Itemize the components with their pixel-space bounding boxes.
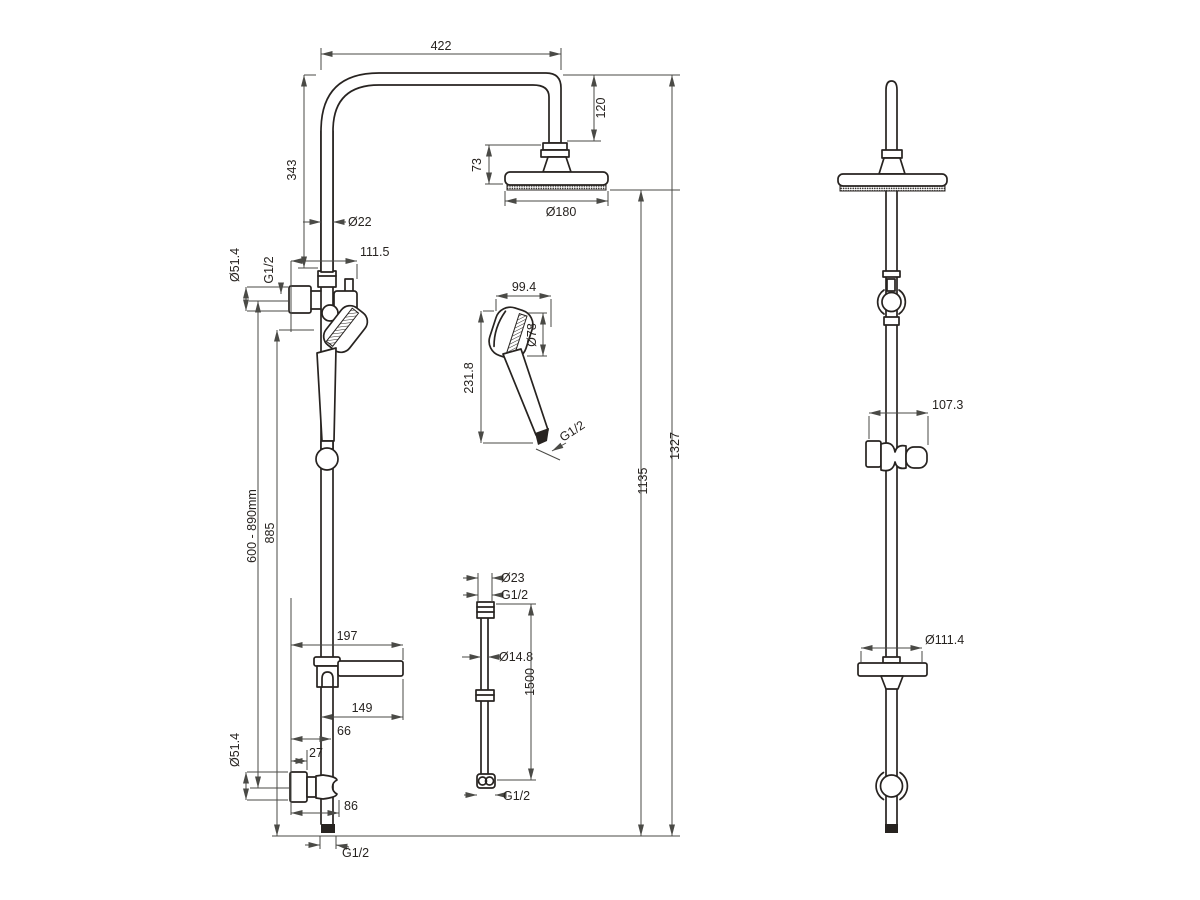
top-flange xyxy=(288,285,312,314)
side-head-cone xyxy=(878,157,906,175)
dim-overall-height: 1327 xyxy=(668,432,682,460)
dim-pipe-diameter: Ø22 xyxy=(348,215,372,229)
dim-head-to-bottom: 1135 xyxy=(636,468,650,495)
dim-top-flange-diameter: Ø51.4 xyxy=(228,248,242,282)
dim-rail-length: 885 xyxy=(263,523,277,544)
dim-hand-head-width: 99.4 xyxy=(512,280,536,294)
side-bottom-ring-hub xyxy=(879,774,904,798)
hand-shower-in-holder xyxy=(316,304,369,450)
diverter-stub xyxy=(344,278,354,293)
dim-hose-top-thread: G1/2 xyxy=(501,588,528,602)
dim-inlet-thread: G1/2 xyxy=(262,256,276,283)
dimensions-hose: Ø23 G1/2 Ø14.8 1500 G1/2 xyxy=(462,571,537,803)
dish-mount xyxy=(316,665,339,688)
dim-hand-thread: G1/2 xyxy=(557,418,587,445)
dim-arm-length: 422 xyxy=(431,39,452,53)
dimensions-front: 422 120 343 Ø22 111.5 G1/2 xyxy=(228,39,682,860)
dim-outlet-thread: G1/2 xyxy=(342,846,369,860)
side-spray-face xyxy=(839,185,946,192)
dim-hand-length: 231.8 xyxy=(462,362,476,393)
dim-adjust-range: 600 - 890mm xyxy=(245,489,259,563)
dim-shelf-reach: 197 xyxy=(337,629,358,643)
spray-face xyxy=(506,184,607,191)
side-outlet-tip xyxy=(885,824,898,833)
hand-shower-detail: 99.4 Ø78 231.8 G1/2 xyxy=(462,280,587,461)
dim-head-cap-height: 73 xyxy=(470,158,484,172)
side-collar xyxy=(883,316,900,326)
hand-shower-inlet-tip xyxy=(535,428,549,445)
bottom-flange xyxy=(289,771,308,803)
elbow-body xyxy=(315,774,338,800)
side-top-ring xyxy=(876,289,885,315)
dim-holder-depth: 107.3 xyxy=(932,398,963,412)
side-arm-nut xyxy=(881,149,903,159)
soap-dish-front xyxy=(313,656,404,688)
dimensions-side: 107.3 Ø111.4 xyxy=(860,398,964,662)
dim-hose-length: 1500 xyxy=(523,668,537,696)
dim-dish-diameter: Ø111.4 xyxy=(925,633,964,647)
outlet-tip xyxy=(321,824,335,833)
wall-bracket-top xyxy=(288,278,358,322)
dim-arm-rise: 343 xyxy=(285,160,299,181)
dish-collar xyxy=(313,656,341,667)
arm-nut xyxy=(542,142,568,151)
side-view: 107.3 Ø111.4 xyxy=(837,80,964,833)
dimensions-hand-shower: 99.4 Ø78 231.8 G1/2 xyxy=(462,280,587,461)
dim-hose-diameter: Ø14.8 xyxy=(499,650,533,664)
side-dish xyxy=(857,656,928,690)
hose-detail: Ø23 G1/2 Ø14.8 1500 G1/2 xyxy=(462,571,537,803)
dish-arm xyxy=(337,660,404,677)
head-cone xyxy=(542,156,572,173)
side-diverter-stub xyxy=(886,278,896,292)
dim-hose-bottom-thread: G1/2 xyxy=(503,789,530,803)
side-holder xyxy=(865,440,928,472)
hand-shower-handle-detail xyxy=(502,348,549,436)
dim-hand-face-diameter: Ø78 xyxy=(525,323,539,347)
side-sleeve xyxy=(882,270,901,278)
side-top-ring-hub xyxy=(881,291,902,313)
side-bottom-ring xyxy=(875,771,885,801)
dim-hose-nut-diameter: Ø23 xyxy=(501,571,525,585)
dim-bottom-flange-diameter: Ø51.4 xyxy=(228,733,242,767)
dim-wall-to-diverter: 111.5 xyxy=(360,245,389,259)
hose-top-nut xyxy=(476,601,495,619)
side-head-disc xyxy=(837,173,948,187)
head-disc xyxy=(504,171,609,186)
dim-shelf-offset: 66 xyxy=(337,724,351,738)
dim-head-diameter: Ø180 xyxy=(546,205,577,219)
wall-bracket-bottom xyxy=(289,771,338,803)
dim-arm-drop: 120 xyxy=(594,98,608,119)
rail-sleeve xyxy=(317,270,337,288)
overhead-shower-front xyxy=(504,142,609,191)
arm-nut-lower xyxy=(540,149,570,158)
dim-flange-depth: 27 xyxy=(309,746,323,760)
hand-shower-handle xyxy=(316,347,337,442)
side-arm xyxy=(885,80,898,153)
dim-outlet-reach: 86 xyxy=(344,799,358,813)
front-view: 422 120 343 Ø22 111.5 G1/2 xyxy=(228,39,682,860)
slider-knob xyxy=(315,447,339,471)
elbow-neck xyxy=(306,776,317,798)
dim-shelf-length: 149 xyxy=(352,701,373,715)
